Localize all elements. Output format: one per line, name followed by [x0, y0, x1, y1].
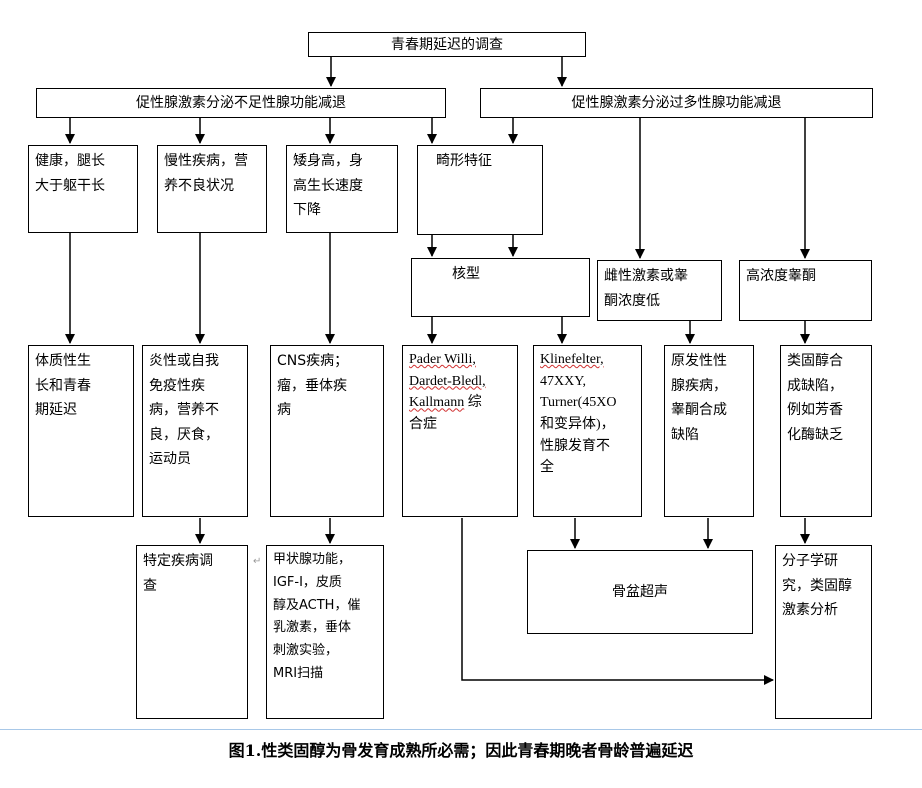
chromosomal-box: Klinefelter, 47XXY, Turner(45XO 和变异体)， 性… [533, 345, 642, 517]
chromosomal-rest: 47XXY, Turner(45XO 和变异体)， 性腺发育不 全 [540, 373, 617, 476]
healthy-box: 健康，腿长 大于躯干长 [28, 145, 138, 233]
cns-disease-box: CNS疾病； 瘤，垂体疾 病 [270, 345, 384, 517]
pelvic-ultrasound-label: 骨盆超声 [612, 583, 668, 600]
klinefelter-name: Klinefelter, [540, 352, 604, 367]
syndrome-name-3: Kallmann [409, 395, 465, 411]
arrow-syndromes-to-molecular [461, 518, 774, 685]
dysmorphic-box: 畸形特征 [417, 145, 543, 235]
steroid-synthesis-defect-box: 类固醇合 成缺陷， 例如芳香 化酶缺乏 [780, 345, 872, 517]
molecular-studies-box: 分子学研 究，类固醇 激素分析 [775, 545, 872, 719]
branch-right-box: 促性腺激素分泌过多性腺功能减退 [480, 88, 873, 118]
syndrome-name-2: Dardet-Bledl, [409, 373, 486, 389]
short-stature-box: 矮身高，身 高生长速度 下降 [286, 145, 398, 233]
primary-gonadal-box: 原发性性 腺疾病， 睾酮合成 缺陷 [664, 345, 754, 517]
low-sex-steroid-box: 雌性激素或睾 酮浓度低 [597, 260, 722, 321]
karyotype-box: 核型 [411, 258, 590, 317]
inflammatory-box: 炎性或自我 免疫性疾 病，营养不 良，厌食， 运动员 [142, 345, 248, 517]
branch-left-box: 促性腺激素分泌不足性腺功能减退 [36, 88, 446, 118]
stray-mark: ↵ [253, 556, 262, 567]
syndromes-suffix: 综 合症 [409, 395, 482, 433]
syndrome-name-1: Pader Willi, [409, 352, 476, 367]
chronic-box: 慢性疾病，营 养不良状况 [157, 145, 267, 233]
pelvic-ultrasound-box: 骨盆超声 [527, 550, 753, 634]
specific-disease-box: 特定疾病调 查 [136, 545, 248, 719]
syndromes-box: Pader Willi, Dardet-Bledl, Kallmann 综 合症 [402, 345, 518, 517]
caption-divider [0, 729, 922, 730]
constitutional-delay-box: 体质性生 长和青春 期延迟 [28, 345, 134, 517]
title-box: 青春期延迟的调查 [308, 32, 586, 57]
figure-caption: 图1.性类固醇为骨发育成熟所必需；因此青春期晚者骨龄普遍延迟 [228, 741, 694, 760]
high-testosterone-box: 高浓度睾酮 [739, 260, 872, 321]
endocrine-tests-box: 甲状腺功能， IGF-I，皮质 醇及ACTH，催 乳激素，垂体 刺激实验， MR… [266, 545, 384, 719]
